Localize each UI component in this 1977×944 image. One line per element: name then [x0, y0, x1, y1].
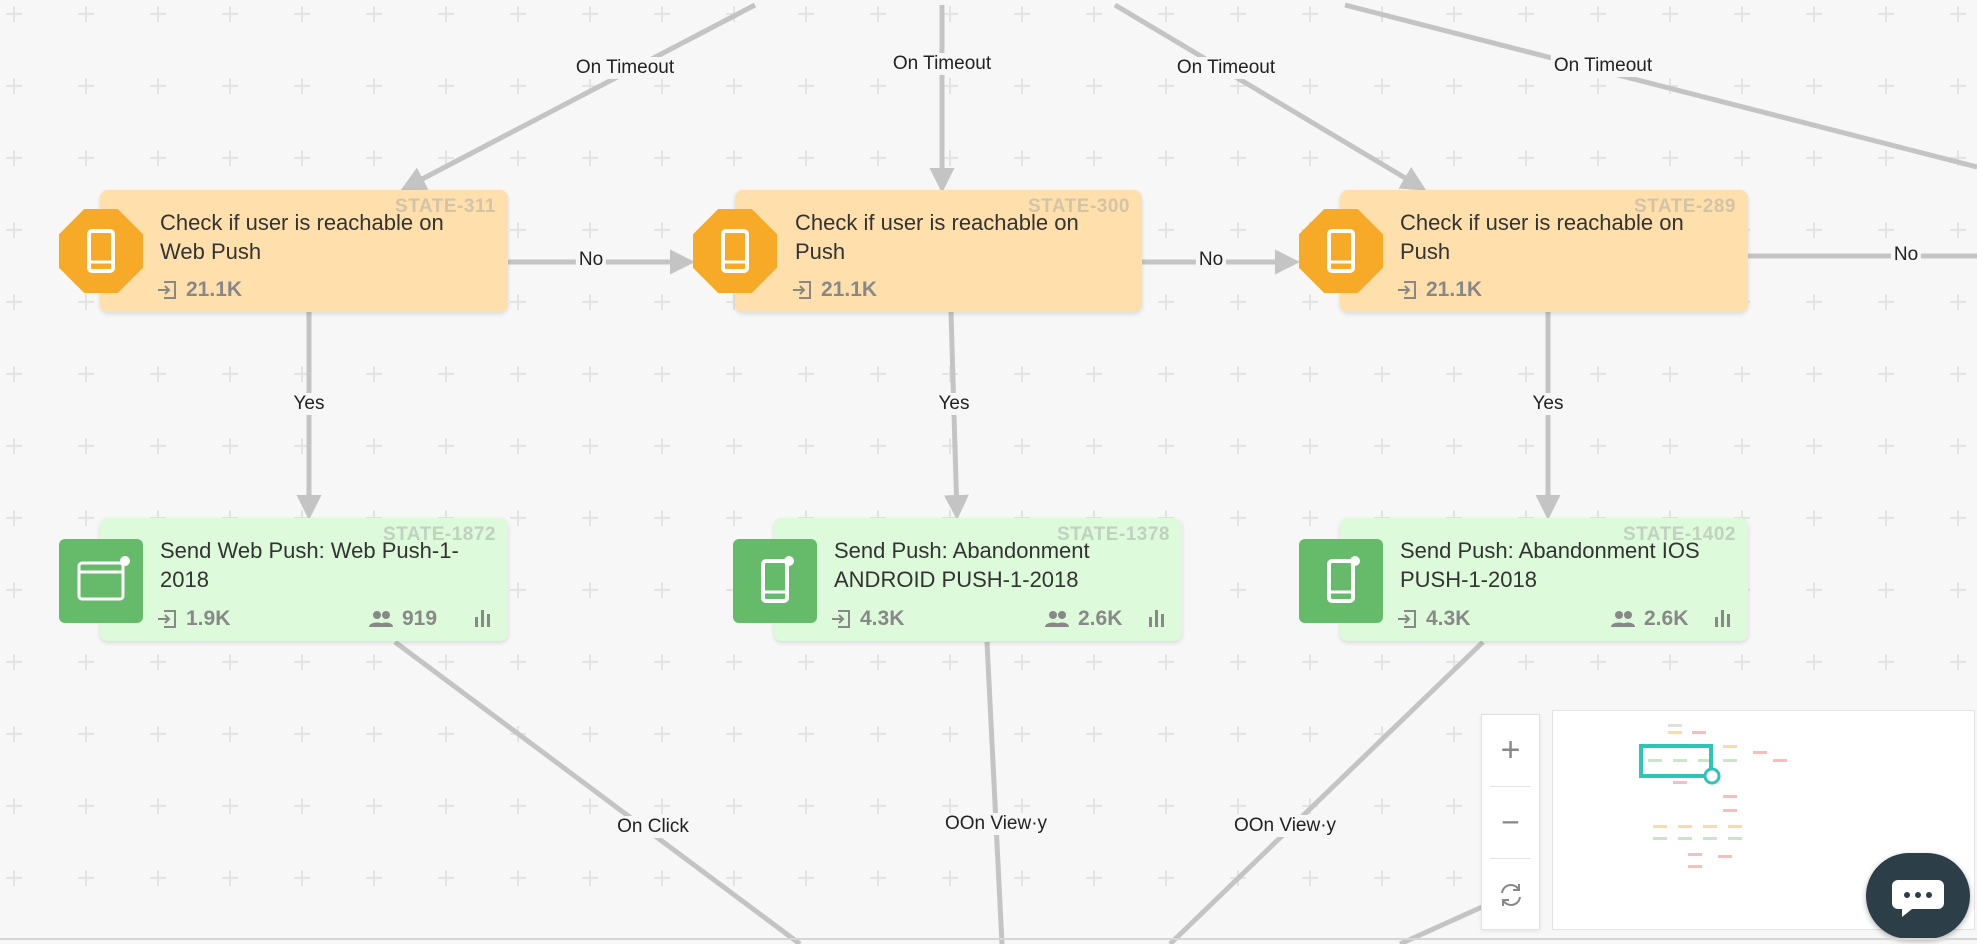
users-count: 2.6K [1044, 607, 1122, 631]
mobile-icon [1299, 209, 1383, 293]
edge-label-on-view: OOn View·y [1230, 815, 1340, 837]
state-id: STATE-289 [1634, 196, 1736, 217]
edge-label-yes: Yes [935, 393, 973, 415]
mobile-notification-icon [733, 539, 817, 623]
enter-icon [793, 281, 811, 299]
node-title: Send Push: Abandonment ANDROID PUSH-1-20… [834, 538, 1090, 592]
users-value: 2.6K [1078, 607, 1123, 630]
entered-value: 4.3K [1426, 607, 1471, 630]
enter-icon [832, 610, 850, 628]
edge-label-yes: Yes [290, 393, 328, 415]
entered-count: 21.1K [156, 278, 242, 302]
entered-count: 21.1K [791, 278, 877, 302]
reset-view-button[interactable] [1482, 859, 1539, 930]
users-value: 919 [402, 607, 438, 630]
edge-timeout-1 [400, 2, 757, 191]
state-id: STATE-1872 [382, 524, 496, 545]
edge-label-on-timeout: On Timeout [1550, 55, 1656, 77]
edge-label-on-timeout: On Timeout [572, 57, 678, 79]
canvas-bottom-border [0, 938, 1977, 940]
chat-support-button[interactable] [1866, 853, 1970, 939]
node-title: Send Push: Abandonment IOS PUSH-1-2018 [1400, 538, 1700, 592]
entered-count: 1.9K [156, 607, 230, 631]
edge-timeout-4 [1344, 2, 1977, 170]
edge-label-on-timeout: On Timeout [1173, 57, 1279, 79]
analytics-button[interactable] [474, 607, 492, 627]
edge-label-no: No [1890, 244, 1922, 266]
node-title: Check if user is reachable on Push [1400, 210, 1684, 264]
bar-chart-icon [1715, 610, 1730, 627]
node-title: Send Web Push: Web Push-1-2018 [160, 538, 459, 592]
mobile-icon [693, 209, 777, 293]
send-push-node[interactable]: STATE-1402 Send Push: Abandonment IOS PU… [1340, 518, 1748, 641]
minimap-preview [1639, 724, 1787, 868]
send-push-node[interactable]: STATE-1872 Send Web Push: Web Push-1-201… [100, 518, 508, 641]
entered-value: 4.3K [860, 607, 905, 630]
analytics-button[interactable] [1714, 607, 1732, 627]
edge-onview-1 [984, 641, 1005, 944]
edge-onview-2 [1168, 640, 1485, 944]
edge-label-on-click: On Click [614, 816, 692, 838]
bar-chart-icon [475, 610, 490, 627]
edge-timeout-3 [1113, 2, 1427, 191]
edge-label-yes: Yes [1529, 393, 1567, 415]
refresh-icon [1500, 883, 1521, 906]
analytics-button[interactable] [1148, 607, 1166, 627]
minus-icon: − [1501, 804, 1520, 840]
users-count: 2.6K [1610, 607, 1688, 631]
users-value: 2.6K [1644, 607, 1689, 630]
enter-icon [158, 610, 176, 628]
zoom-in-button[interactable]: + [1482, 715, 1539, 786]
enter-icon [158, 281, 176, 299]
users-count: 919 [368, 607, 437, 631]
entered-value: 21.1K [1426, 278, 1483, 301]
bar-chart-icon [1149, 610, 1164, 627]
chat-bubble-icon [1892, 880, 1944, 917]
edge-label-no: No [1195, 249, 1227, 271]
check-reachability-node[interactable]: STATE-289 Check if user is reachable on … [1340, 190, 1748, 312]
mobile-icon [59, 209, 143, 293]
edge-bottom-right [1398, 904, 1484, 944]
node-title: Check if user is reachable on Push [795, 210, 1079, 264]
check-reachability-node[interactable]: STATE-311 Check if user is reachable on … [100, 190, 508, 312]
state-id: STATE-1402 [1622, 524, 1736, 545]
state-id: STATE-311 [395, 196, 496, 217]
enter-icon [1398, 610, 1416, 628]
edge-label-on-view: OOn View·y [941, 813, 1051, 835]
entered-value: 21.1K [821, 278, 878, 301]
edge-label-on-timeout: On Timeout [889, 53, 995, 75]
entered-value: 21.1K [186, 278, 243, 301]
minimap-viewport-handle [1703, 767, 1721, 785]
users-icon [1611, 611, 1635, 627]
edge-onclick [393, 639, 802, 944]
node-title: Check if user is reachable on Web Push [160, 210, 444, 264]
zoom-controls: + − [1481, 714, 1540, 930]
send-push-node[interactable]: STATE-1378 Send Push: Abandonment ANDROI… [774, 518, 1182, 641]
check-reachability-node[interactable]: STATE-300 Check if user is reachable on … [735, 190, 1142, 312]
users-icon [369, 611, 393, 627]
browser-window-icon [59, 539, 143, 623]
mobile-notification-icon [1299, 539, 1383, 623]
minimap-viewport [1639, 744, 1713, 778]
edge-label-no: No [575, 249, 607, 271]
enter-icon [1398, 281, 1416, 299]
entered-count: 4.3K [830, 607, 904, 631]
state-id: STATE-1378 [1056, 524, 1170, 545]
entered-value: 1.9K [186, 607, 231, 630]
entered-count: 4.3K [1396, 607, 1470, 631]
state-id: STATE-300 [1028, 196, 1130, 217]
entered-count: 21.1K [1396, 278, 1482, 302]
users-icon [1045, 611, 1069, 627]
zoom-out-button[interactable]: − [1482, 787, 1539, 858]
plus-icon: + [1500, 731, 1521, 769]
